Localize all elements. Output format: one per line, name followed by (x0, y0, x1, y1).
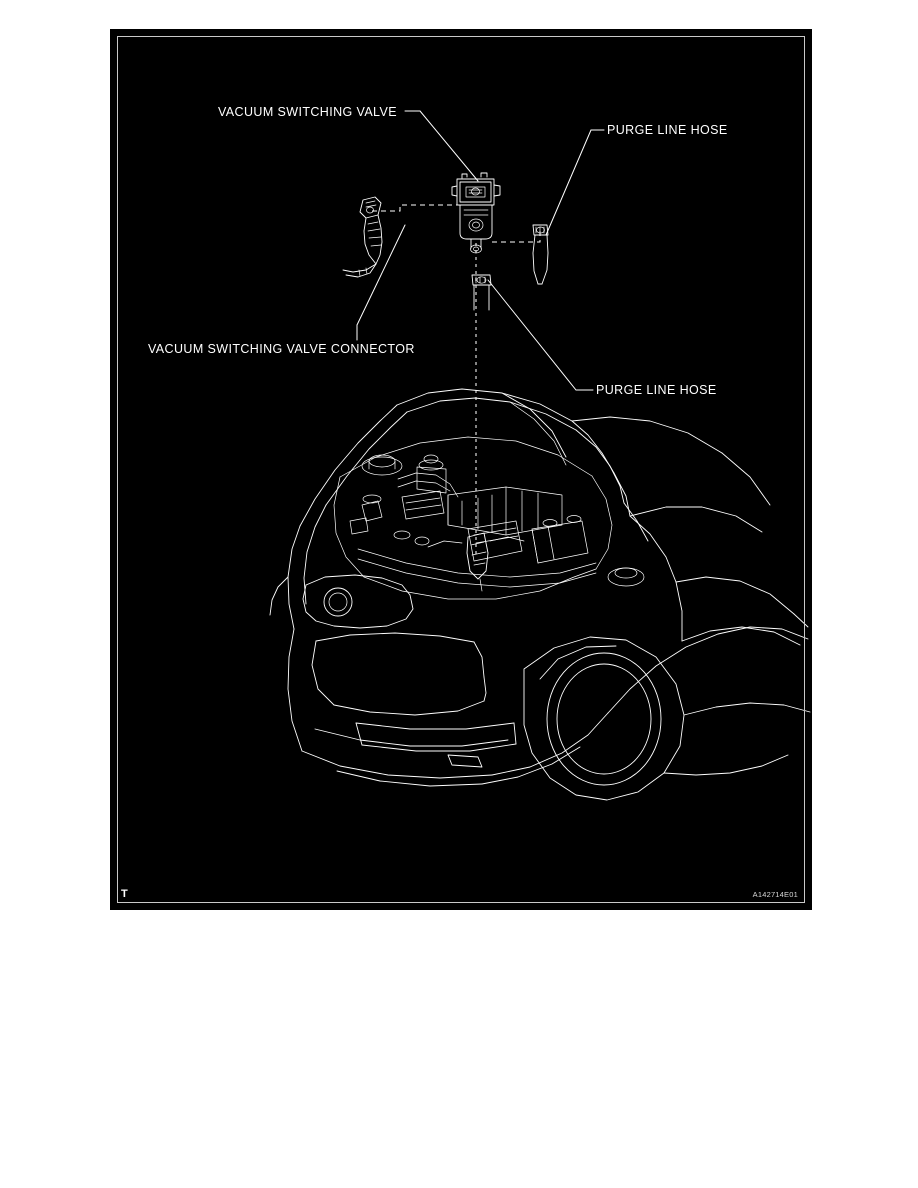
figure-code: A142714E01 (752, 889, 798, 899)
connector-icon (342, 196, 383, 278)
corner-mark: T (121, 888, 128, 900)
callout-label-purge-line-hose-bottom: PURGE LINE HOSE (596, 383, 717, 397)
leader-line-purge-line-hose-bottom (487, 279, 594, 391)
dashed-link-valve-to-purge-hose (492, 227, 541, 243)
vehicle-outline-icon (269, 388, 811, 801)
callout-label-vacuum-switching-valve-connector: VACUUM SWITCHING VALVE CONNECTOR (148, 342, 415, 356)
hose-clamp-icon-lower (471, 274, 492, 311)
figure-panel: .ln { fill:none; stroke:#ffffff; stroke-… (110, 29, 812, 910)
dashed-link-connector-to-valve (372, 204, 465, 212)
leader-line-vacuum-switching-valve (404, 110, 479, 182)
engine-bay-detail (333, 436, 645, 600)
hose-clamp-icon-upper (532, 224, 549, 285)
callout-label-purge-line-hose-top: PURGE LINE HOSE (607, 123, 728, 137)
leader-line-vacuum-switching-valve-connector (356, 224, 406, 341)
leader-line-purge-line-hose-top (545, 129, 605, 236)
callout-label-vacuum-switching-valve: VACUUM SWITCHING VALVE (218, 105, 397, 119)
vacuum-switching-valve-icon (451, 172, 501, 254)
technical-illustration: .ln { fill:none; stroke:#ffffff; stroke-… (269, 110, 811, 801)
